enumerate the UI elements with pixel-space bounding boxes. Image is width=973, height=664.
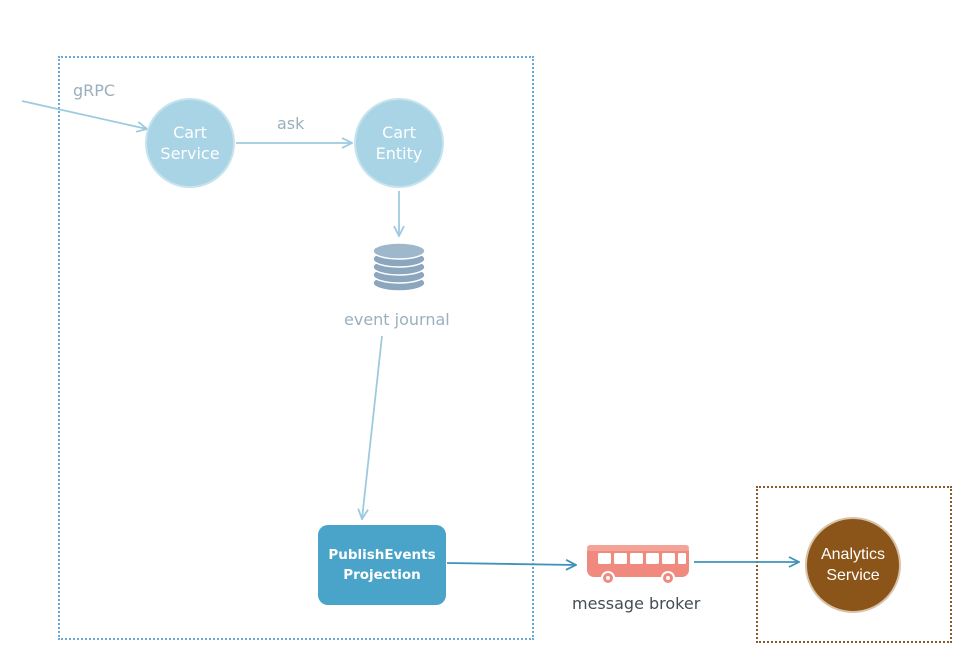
cart-entity-label: Cart Entity	[375, 123, 423, 163]
publish-events-projection-node[interactable]: PublishEvents Projection	[318, 525, 446, 605]
analytics-service-label: Analytics Service	[820, 546, 886, 584]
grpc-arrow	[21, 100, 147, 129]
service-boundary-analytics	[756, 486, 952, 643]
grpc-label: gRPC	[73, 81, 116, 100]
service-boundary-cart	[58, 56, 534, 640]
event-journal-label: event journal	[344, 310, 450, 329]
projection-to-broker-arrow	[446, 563, 576, 565]
ask-label: ask	[277, 114, 305, 133]
projection-label: PublishEvents Projection	[328, 547, 436, 583]
message-broker-label: message broker	[572, 594, 701, 613]
bus-icon	[587, 545, 689, 585]
journal-to-projection-arrow	[362, 335, 383, 519]
cart-service-node[interactable]: Cart Service	[145, 98, 235, 188]
analytics-service-node[interactable]: Analytics Service	[805, 517, 901, 613]
cart-entity-node[interactable]: Cart Entity	[354, 98, 444, 188]
database-icon	[372, 242, 426, 292]
cart-service-label: Cart Service	[160, 123, 220, 163]
